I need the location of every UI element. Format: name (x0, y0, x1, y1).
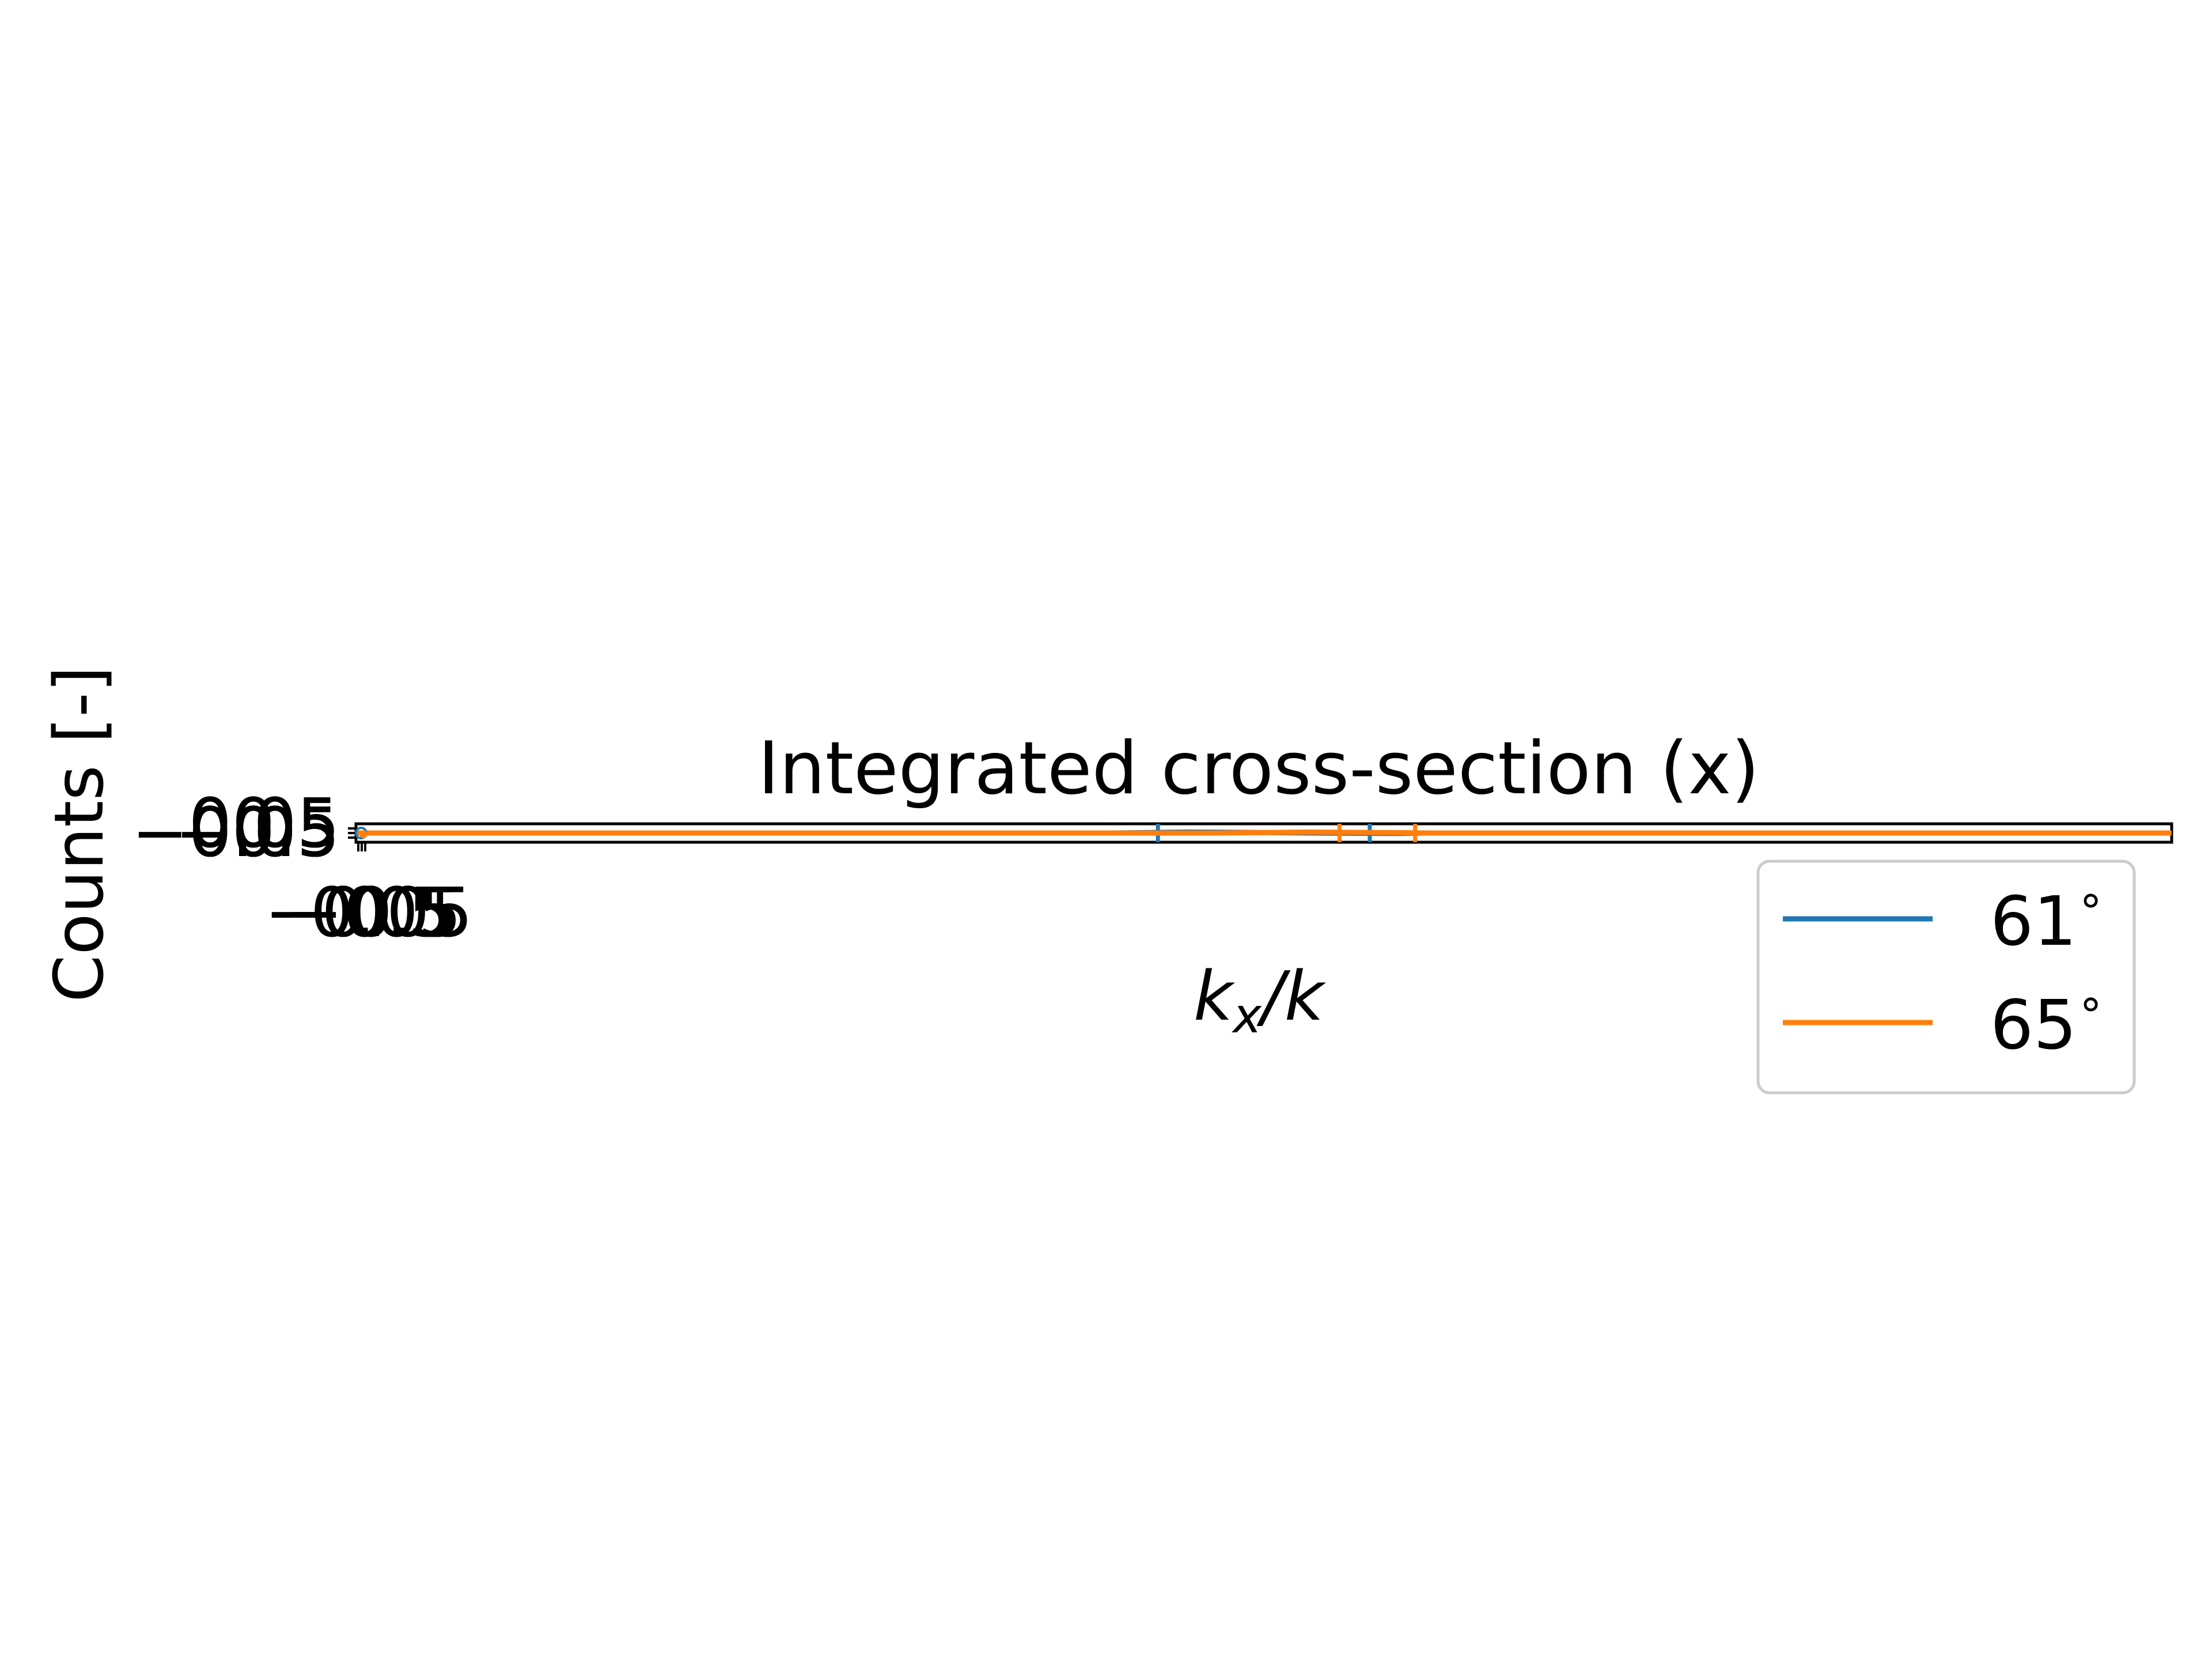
y-tick-label-1: 0.5 (232, 793, 340, 872)
y-tick-label-2: −0.05 (131, 793, 340, 872)
legend-entry-61: 61∘ (1990, 874, 2105, 961)
x-tick-label-1: 0.05 (310, 873, 462, 952)
x-tick-label-2: −0.5 (286, 873, 452, 952)
tick-layer: −0.50.5−0.050.050.5−0.050.05−0.50.5 (131, 783, 472, 952)
y-tick-label-4: 0.5 (232, 783, 340, 863)
series-layer (356, 824, 2172, 842)
x-tick-label-3: 0.5 (349, 873, 457, 952)
y-tick-label-0: −0.5 (175, 793, 340, 872)
series-line-1 (356, 829, 2172, 836)
x-axis-label-tail: /k (1256, 956, 1327, 1036)
x-axis-label: kx/k (1194, 956, 1327, 1044)
legend-entry-65: 65∘ (1990, 978, 2105, 1065)
x-tick-label-0: −0.05 (264, 873, 473, 952)
legend-label-61: 61 (1990, 881, 2077, 961)
x-axis-label-base: k (1194, 956, 1236, 1036)
y-tick-label-3: 0.05 (188, 783, 340, 863)
legend-label-65: 65 (1990, 985, 2077, 1065)
legend-degree-65: ∘ (2077, 978, 2105, 1029)
y-axis-label: Counts [-] (39, 666, 119, 1002)
x-axis-label-subscript: x (1231, 987, 1262, 1044)
chart-title: Integrated cross-section (x) (758, 726, 1760, 811)
legend-degree-61: ∘ (2077, 874, 2105, 926)
legend: 61∘ 65∘ (1756, 860, 2136, 1095)
origin-dot-65 (359, 830, 368, 838)
